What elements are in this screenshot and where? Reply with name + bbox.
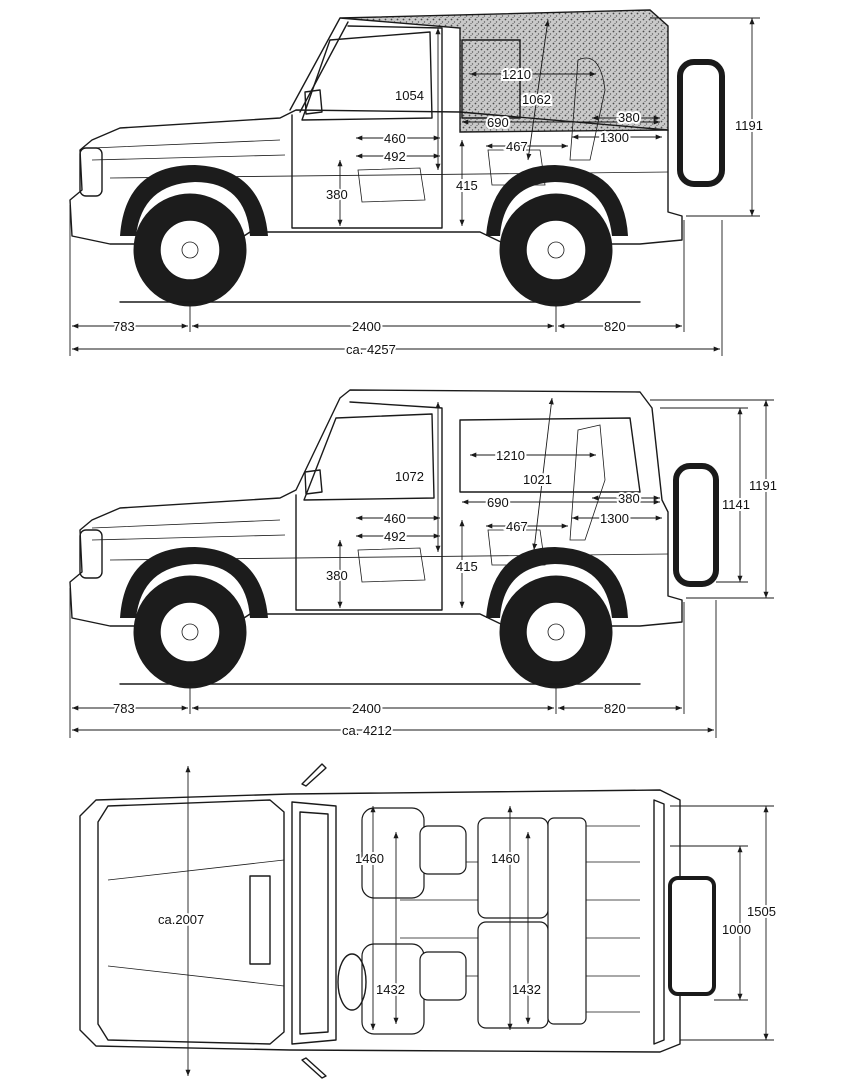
cabrio-rear-seat-height: 415 — [456, 178, 478, 193]
station-wheelbase: 2400 — [352, 701, 381, 716]
top-spare-wheel — [668, 876, 716, 996]
cabrio-rear-length-2: 380 — [618, 110, 640, 125]
station-rear-seat-height: 415 — [456, 559, 478, 574]
top-front-shoulder-width: 1460 — [355, 851, 384, 866]
top-rear-hip-width: 1432 — [512, 982, 541, 997]
station-roof-height: 1072 — [395, 469, 424, 484]
cabrio-cargo-length: 1300 — [600, 130, 629, 145]
cabrio-rear-roof-height: 1062 — [522, 92, 551, 107]
station-rear-length-1: 690 — [487, 495, 509, 510]
cabrio-spare-wheel — [677, 59, 725, 187]
station-body — [69, 389, 683, 627]
station-front-seat-length: 460 — [384, 511, 406, 526]
top-front-hip-width: 1432 — [376, 982, 405, 997]
station-seat-height: 380 — [326, 568, 348, 583]
cabrio-side-view: 1054 1062 1210 690 380 460 492 467 1300 … — [69, 9, 765, 359]
top-view: ca.2007 1460 1460 1432 1432 1505 1000 — [79, 763, 778, 1079]
station-rear-length-2: 380 — [618, 491, 640, 506]
cabrio-rear-wheel — [499, 193, 613, 307]
cabrio-seat-height: 380 — [326, 187, 348, 202]
cabrio-rear-overhang: 820 — [604, 319, 626, 334]
top-body — [79, 789, 681, 1053]
top-cargo-width: 1505 — [747, 904, 776, 919]
cabrio-rear-seat-depth: 467 — [506, 139, 528, 154]
station-interior-height: 1141 — [722, 497, 750, 512]
cabrio-rear-length-1: 690 — [487, 115, 509, 130]
top-door-width: 1000 — [722, 922, 751, 937]
cabrio-front-wheel — [133, 193, 247, 307]
cabrio-front-seat-depth: 492 — [384, 149, 406, 164]
cabrio-wheelbase: 2400 — [352, 319, 381, 334]
station-side-view: 1072 1021 1210 690 380 460 492 467 1300 … — [69, 389, 779, 740]
cabrio-total-height: 1191 — [735, 118, 763, 133]
station-front-wheel — [133, 575, 247, 689]
station-front-seat-depth: 492 — [384, 529, 406, 544]
station-total-length: ca. 4212 — [342, 723, 392, 738]
station-spare-wheel — [673, 463, 719, 587]
cabrio-roof-height: 1054 — [395, 88, 424, 103]
station-rear-seat-depth: 467 — [506, 519, 528, 534]
station-rear-wheel — [499, 575, 613, 689]
station-rear-roof-height: 1021 — [523, 472, 552, 487]
station-rear-overhang: 820 — [604, 701, 626, 716]
cabrio-shoulder-length: 1210 — [502, 67, 531, 82]
station-front-overhang: 783 — [113, 701, 135, 716]
cabrio-front-overhang: 783 — [113, 319, 135, 334]
station-shoulder-length: 1210 — [496, 448, 525, 463]
cabrio-front-seat-length: 460 — [384, 131, 406, 146]
cabrio-total-length: ca. 4257 — [346, 342, 396, 357]
top-rear-shoulder-width: 1460 — [491, 851, 520, 866]
station-cargo-length: 1300 — [600, 511, 629, 526]
top-total-width: ca.2007 — [158, 912, 204, 927]
station-total-height: 1191 — [749, 478, 777, 493]
